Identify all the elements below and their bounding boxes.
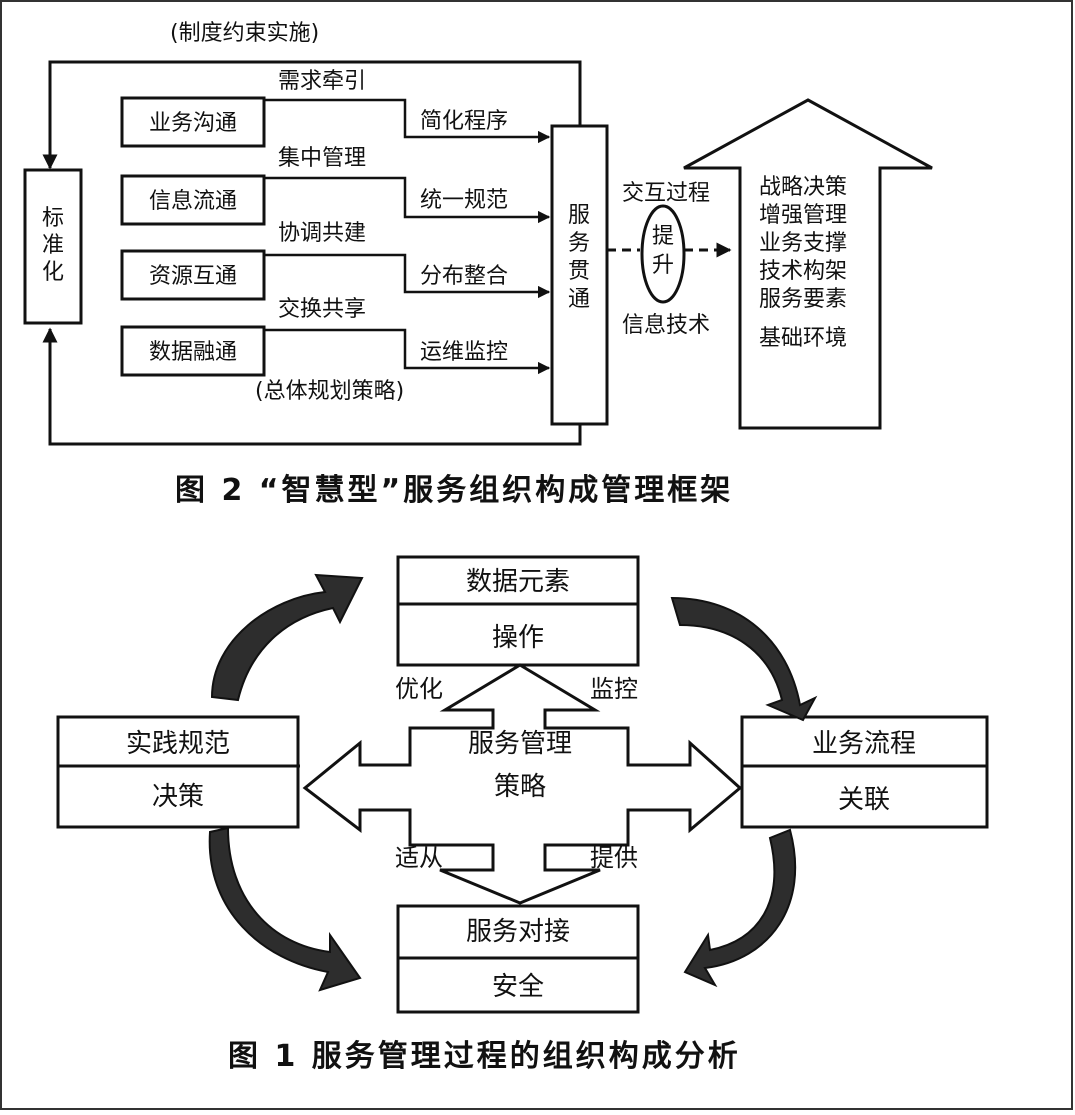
label-provide: 提供 — [590, 844, 638, 872]
channel-box — [120, 249, 266, 301]
channel-box-label: 业务沟通 — [149, 111, 237, 136]
center-upper-label: 服务管理 — [468, 729, 572, 759]
fig2-top-label: (制度约束实施) — [170, 21, 319, 46]
channel-box — [120, 96, 266, 148]
upgrade-up-arrow — [683, 98, 933, 430]
label-monitor: 监控 — [590, 675, 638, 703]
channel-row-4: 数据融通 交换共享 运维监控 — [120, 297, 551, 377]
arrow-item: 战略决策 — [759, 175, 847, 200]
feedback-line-top — [42, 60, 582, 170]
standardization-char-2: 准 — [42, 233, 64, 258]
standardization-box — [23, 168, 83, 325]
arrow-item: 增强管理 — [759, 203, 847, 228]
service-integration-char-3: 贯 — [568, 259, 590, 284]
channel-box-label: 信息流通 — [149, 189, 237, 214]
left-box-lower-label: 决策 — [152, 782, 204, 812]
arrow-item: 服务要素 — [759, 287, 847, 312]
channel-box — [120, 174, 266, 226]
channel-box-label: 数据融通 — [149, 340, 237, 365]
channel-connector — [264, 98, 551, 144]
fig2-bottom-label: (总体规划策略) — [255, 379, 404, 404]
channel-box-label: 资源互通 — [149, 264, 237, 289]
swirl-arrow-top-left — [210, 573, 364, 702]
channel-lower-label: 统一规范 — [420, 188, 508, 213]
top-box-lower-label: 操作 — [492, 623, 544, 653]
channel-upper-label: 需求牵引 — [278, 69, 366, 94]
figure-2: (制度约束实施) (总体规划策略) 标 准 化 服 务 贯 通 业务沟通 需求牵… — [23, 21, 933, 508]
channel-row-3: 资源互通 协调共建 分布整合 — [120, 221, 551, 301]
channel-connector — [264, 328, 551, 375]
bottom-box-upper-label: 服务对接 — [466, 917, 570, 947]
channel-upper-label: 协调共建 — [278, 221, 366, 246]
central-cross-arrow — [302, 663, 743, 905]
label-comply: 适从 — [395, 844, 443, 872]
left-box — [56, 715, 300, 829]
top-box-upper-label: 数据元素 — [466, 567, 570, 597]
channel-upper-label: 集中管理 — [278, 146, 366, 171]
channel-row-2: 信息流通 集中管理 统一规范 — [120, 146, 551, 226]
channel-connector — [264, 253, 551, 299]
figure-1: 数据元素 操作 服务管理 策略 优化 监控 适从 提供 实践规范 决策 业务流程… — [56, 555, 989, 1074]
right-box — [740, 715, 989, 829]
channel-lower-label: 运维监控 — [420, 340, 508, 365]
fig2-caption: 图 2 “智慧型”服务组织构成管理框架 — [175, 473, 733, 508]
swirl-arrow-bottom-left — [208, 826, 362, 992]
left-box-upper-label: 实践规范 — [126, 729, 230, 759]
arrow-item: 技术构架 — [759, 259, 847, 284]
right-box-lower-label: 关联 — [838, 785, 890, 815]
standardization-char-1: 标 — [42, 206, 64, 231]
swirl-arrow-bottom-right — [683, 828, 797, 988]
feedback-line-bottom — [42, 327, 582, 446]
interaction-process-label: 交互过程 — [622, 181, 710, 206]
fig1-caption: 图 1 服务管理过程的组织构成分析 — [228, 1039, 741, 1074]
channel-box — [120, 325, 266, 377]
service-integration-char-2: 务 — [568, 231, 590, 256]
service-integration-box — [550, 124, 609, 426]
channel-lower-label: 简化程序 — [420, 109, 508, 134]
channel-row-1: 业务沟通 需求牵引 简化程序 — [120, 69, 551, 148]
arrow-item: 业务支撑 — [759, 231, 847, 256]
arrow-item: 基础环境 — [759, 326, 847, 351]
information-tech-label: 信息技术 — [622, 313, 710, 338]
enhance-char-1: 提 — [652, 224, 674, 249]
right-box-upper-label: 业务流程 — [812, 729, 916, 759]
label-optimize: 优化 — [395, 675, 443, 703]
channel-connector — [264, 176, 551, 224]
enhance-char-2: 升 — [652, 253, 674, 278]
center-lower-label: 策略 — [494, 772, 546, 802]
bottom-box-lower-label: 安全 — [492, 972, 544, 1002]
standardization-char-3: 化 — [42, 260, 64, 285]
service-integration-char-4: 通 — [568, 287, 590, 312]
channel-lower-label: 分布整合 — [420, 264, 508, 289]
enhance-ellipse — [640, 204, 686, 304]
service-integration-char-1: 服 — [568, 203, 590, 228]
channel-upper-label: 交换共享 — [278, 297, 366, 322]
swirl-arrow-top-right — [670, 596, 818, 722]
